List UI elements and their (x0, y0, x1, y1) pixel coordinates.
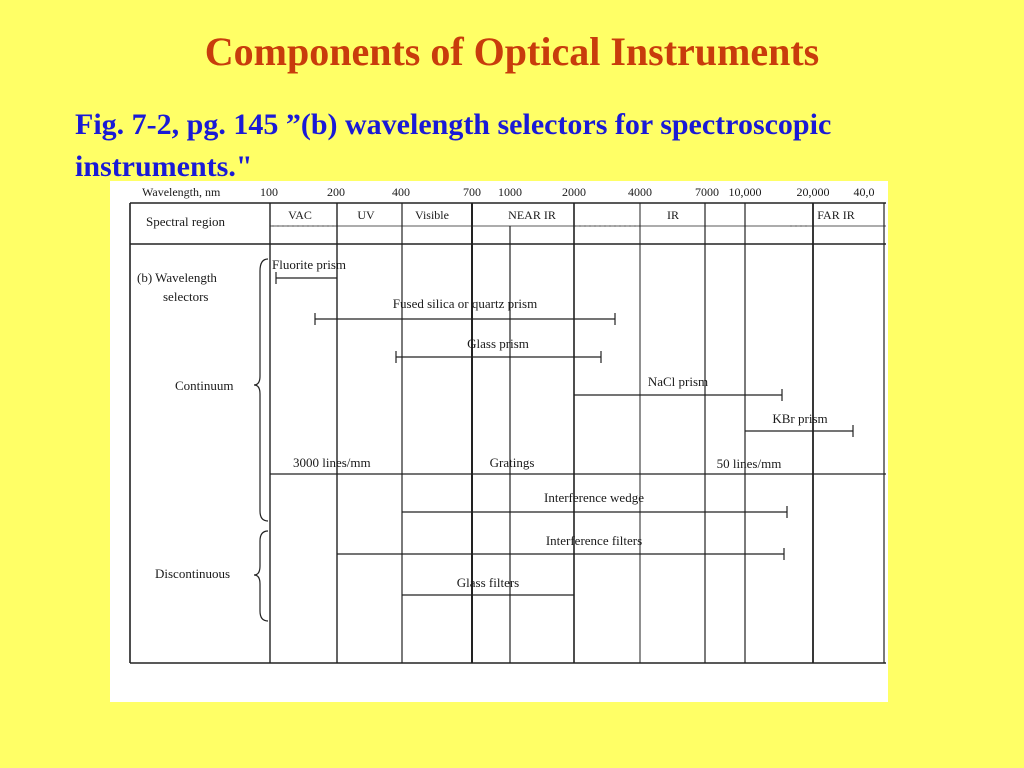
tick-label: 40,0 (854, 185, 875, 199)
gratings-50-label: 50 lines/mm (717, 456, 782, 471)
tick-label: 1000 (498, 185, 522, 199)
row-labels: (b) Wavelength selectors Continuum Disco… (137, 270, 234, 581)
gratings-3000-label: 3000 lines/mm (293, 455, 371, 470)
tick-label: 10,000 (729, 185, 762, 199)
wavelength-selector-figure: Wavelength, nm 100 200 400 700 1000 2000… (129, 185, 886, 664)
kbr-prism-label: KBr prism (772, 411, 827, 426)
tick-label: 20,000 (797, 185, 830, 199)
spectral-region-label: Spectral region (146, 214, 226, 229)
tick-label: 400 (392, 185, 410, 199)
glass-filters-label: Glass filters (457, 575, 519, 590)
gratings-label: Gratings (490, 455, 535, 470)
selectors-label-line2: selectors (163, 289, 208, 304)
tick-label: 2000 (562, 185, 586, 199)
slide-title: Components of Optical Instruments (204, 29, 820, 74)
wavelength-axis: Wavelength, nm 100 200 400 700 1000 2000… (142, 185, 875, 199)
spectral-region-row: Spectral region VAC UV Visible NEAR IR I… (146, 208, 855, 229)
discontinuous-brace (253, 530, 269, 622)
interference-filters-label: Interference filters (546, 533, 642, 548)
tick-label: 100 (260, 185, 278, 199)
table-frame (129, 202, 886, 664)
axis-label: Wavelength, nm (142, 185, 221, 199)
nacl-prism-label: NaCl prism (648, 374, 708, 389)
glass-prism-label: Glass prism (467, 336, 529, 351)
region-uv: UV (357, 208, 375, 222)
gratings-row: 3000 lines/mm Gratings 50 lines/mm (293, 455, 781, 471)
continuum-label: Continuum (175, 378, 234, 393)
region-ir: IR (667, 208, 679, 222)
discontinuous-label: Discontinuous (155, 566, 230, 581)
group-braces (253, 258, 269, 622)
slide-subtitle: Fig. 7-2, pg. 145 ”(b) wavelength select… (75, 108, 832, 183)
tick-label: 7000 (695, 185, 719, 199)
region-far-ir: FAR IR (817, 208, 854, 222)
tick-label: 700 (463, 185, 481, 199)
fluorite-prism-label: Fluorite prism (272, 257, 346, 272)
tick-label: 4000 (628, 185, 652, 199)
interference-wedge-label: Interference wedge (544, 490, 644, 505)
selectors-label-line1: (b) Wavelength (137, 270, 217, 285)
selector-labels: Fluorite prism Fused silica or quartz pr… (272, 257, 828, 590)
tick-label: 200 (327, 185, 345, 199)
region-vac: VAC (288, 208, 312, 222)
region-near-ir: NEAR IR (508, 208, 556, 222)
figure-panel: Wavelength, nm 100 200 400 700 1000 2000… (110, 181, 888, 702)
wavelength-gridlines (336, 203, 885, 663)
region-visible: Visible (415, 208, 449, 222)
selector-bars (275, 272, 854, 596)
fused-silica-label: Fused silica or quartz prism (393, 296, 537, 311)
continuum-brace (253, 258, 269, 522)
